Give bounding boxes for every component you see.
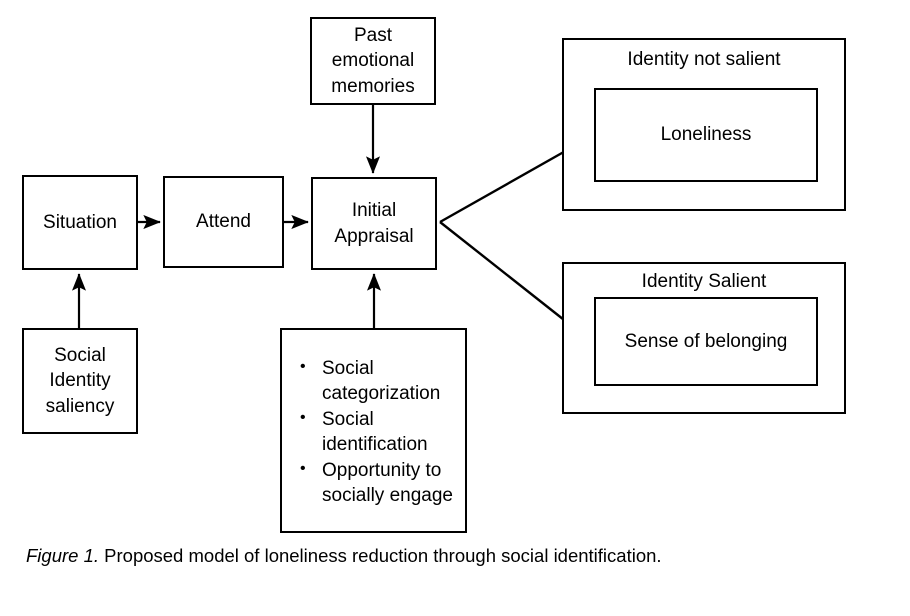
mechanisms-bullets: Social categorization Social identificat…	[292, 356, 453, 508]
node-loneliness-label: Loneliness	[660, 124, 752, 145]
list-item: Opportunity to socially engage	[300, 458, 453, 508]
node-social-identity-saliency[interactable]: Social Identity saliency	[22, 328, 138, 434]
node-social-identity-saliency-label: Social Identity saliency	[45, 345, 115, 417]
figure-caption: Figure 1. Proposed model of loneliness r…	[26, 545, 886, 567]
node-situation-label: Situation	[43, 211, 117, 233]
node-initial-appraisal[interactable]: Initial Appraisal	[311, 177, 437, 270]
node-mechanisms-list[interactable]: Social categorization Social identificat…	[280, 328, 467, 533]
node-attend[interactable]: Attend	[163, 176, 284, 268]
group-identity-not-salient-title: Identity not salient	[627, 49, 781, 70]
list-item: Social categorization	[300, 356, 453, 406]
node-sense-of-belonging[interactable]: Sense of belonging	[594, 297, 818, 386]
node-attend-label: Attend	[196, 211, 251, 233]
figure-caption-text: Proposed model of loneliness reduction t…	[99, 545, 662, 566]
group-identity-salient-title: Identity Salient	[641, 271, 767, 292]
node-past-emotional-memories[interactable]: Past emotional memories	[310, 17, 436, 105]
node-loneliness[interactable]: Loneliness	[594, 88, 818, 182]
node-sense-of-belonging-label: Sense of belonging	[624, 330, 788, 352]
node-situation[interactable]: Situation	[22, 175, 138, 270]
node-initial-appraisal-label: Initial Appraisal	[334, 200, 414, 247]
group-identity-salient[interactable]: Identity Salient Sense of belonging	[562, 262, 846, 414]
group-identity-not-salient[interactable]: Identity not salient Loneliness	[562, 38, 846, 211]
node-past-emotional-memories-label: Past emotional memories	[331, 25, 415, 97]
list-item: Social identification	[300, 407, 453, 457]
figure-caption-label: Figure 1.	[26, 545, 100, 566]
